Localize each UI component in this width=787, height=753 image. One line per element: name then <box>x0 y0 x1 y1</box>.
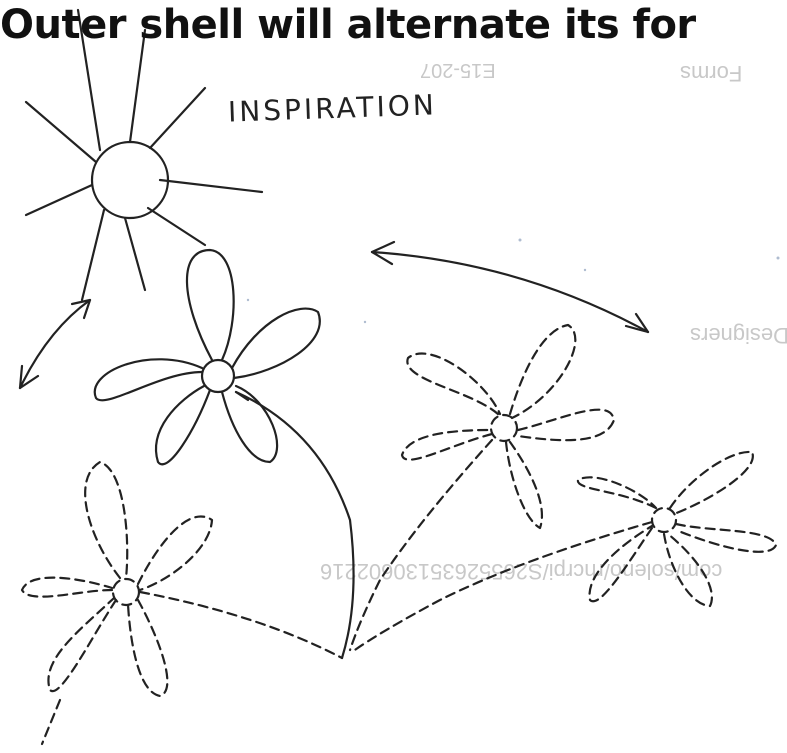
sun-drawing <box>26 10 262 300</box>
flower-petal <box>22 578 112 597</box>
sun-ray <box>148 208 205 245</box>
flower-petal <box>664 534 712 606</box>
flower-stem <box>352 522 652 652</box>
sun-ray <box>26 102 96 162</box>
headline: Outer shell will alternate its for <box>0 2 696 48</box>
flower-petal <box>407 354 500 414</box>
dashed-flower-right <box>352 452 776 652</box>
flower-petal <box>85 462 127 578</box>
arrow-right <box>372 242 648 332</box>
flower-center <box>202 360 234 392</box>
flower-petal <box>156 386 210 464</box>
sun-ray <box>125 218 145 290</box>
flower-petal <box>518 410 614 440</box>
flower-petal <box>590 526 652 601</box>
flower-stem <box>236 392 354 658</box>
flower-stem <box>42 700 60 744</box>
flower-petal <box>676 524 776 552</box>
dashed-flower-left <box>22 462 342 744</box>
flower-petal <box>506 442 542 528</box>
flower-stem <box>350 440 492 650</box>
flower-petal <box>128 600 167 696</box>
flower-center <box>113 579 139 605</box>
flower-petal <box>510 325 575 418</box>
sun-ray <box>160 180 262 192</box>
dashed-flower-middle <box>350 325 614 650</box>
flower-center <box>652 508 676 532</box>
flower-stem <box>140 592 342 658</box>
arrow-left <box>20 300 90 388</box>
flower-petal <box>578 477 656 508</box>
flower-petal <box>670 452 753 514</box>
flower-center <box>491 415 517 441</box>
flower-petal <box>187 250 234 360</box>
flower-petal <box>232 309 320 378</box>
sun-ray <box>150 88 205 148</box>
flower-petal <box>48 598 116 691</box>
sun-ray <box>26 185 92 215</box>
sun-ray <box>82 210 104 300</box>
flower-petal <box>95 359 202 400</box>
solid-flower <box>95 250 354 658</box>
sun-core <box>92 142 168 218</box>
flower-petal <box>222 386 277 462</box>
flower-petal <box>138 516 212 590</box>
